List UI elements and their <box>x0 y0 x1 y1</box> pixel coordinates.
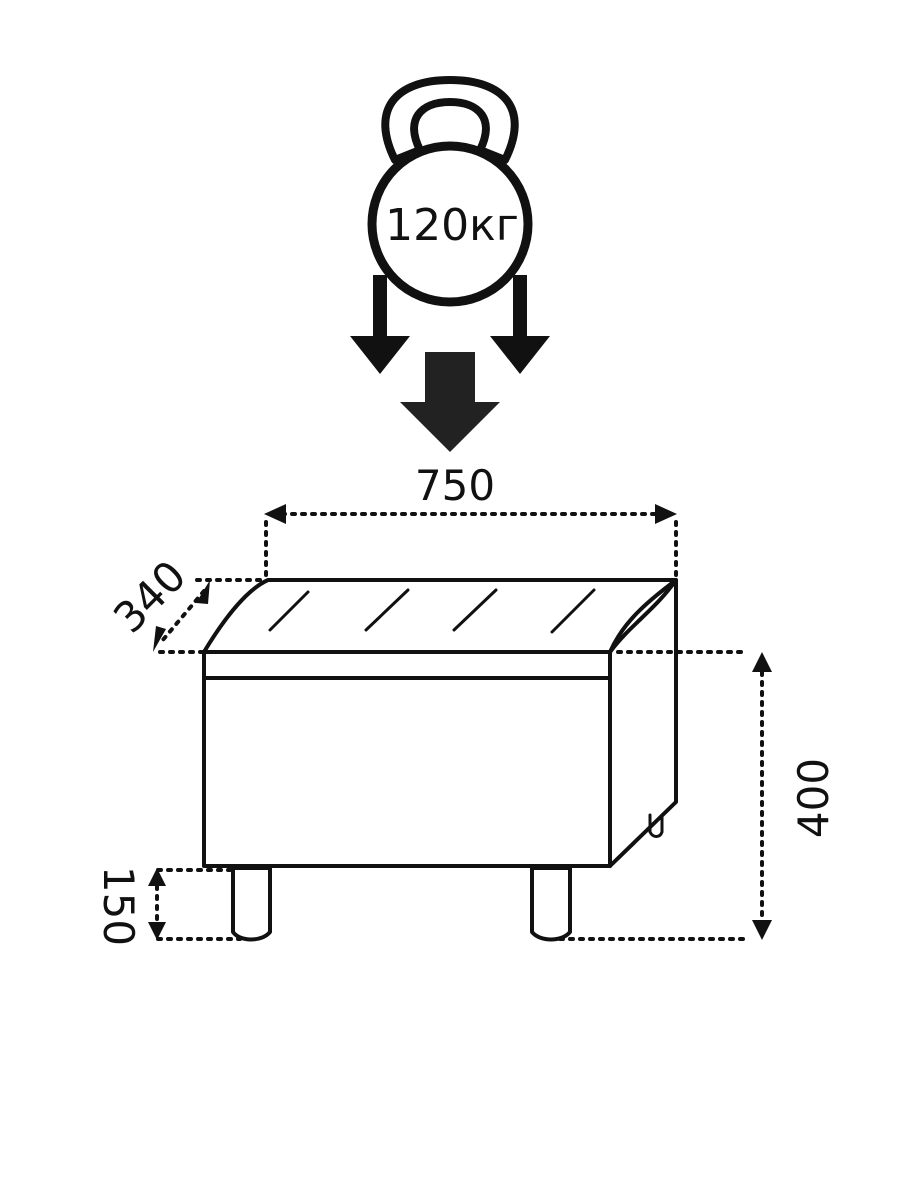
bench-seat-top <box>202 578 678 654</box>
bench-front-panel <box>202 676 612 868</box>
kettlebell-icon: 120кг <box>367 76 533 307</box>
leg-height-dimension: 150 <box>94 866 242 946</box>
height-dimension: 400 <box>558 650 838 941</box>
width-label: 750 <box>415 461 495 510</box>
right-down-arrow-icon <box>490 275 550 374</box>
width-dimension: 750 <box>264 461 678 580</box>
bench <box>202 578 678 868</box>
bench-legs <box>231 866 572 942</box>
bench-cushion-band <box>202 650 612 680</box>
height-label: 400 <box>789 758 838 838</box>
weight-label: 120кг <box>385 200 519 251</box>
depth-label: 340 <box>104 551 195 642</box>
bench-leg-right <box>530 866 572 942</box>
kettlebell-handle <box>381 76 519 164</box>
leg-height-label: 150 <box>94 866 143 946</box>
kettlebell-body <box>367 141 533 307</box>
left-down-arrow-icon <box>350 275 410 374</box>
center-down-arrow-icon <box>400 352 500 452</box>
bench-leg-left <box>231 866 272 942</box>
